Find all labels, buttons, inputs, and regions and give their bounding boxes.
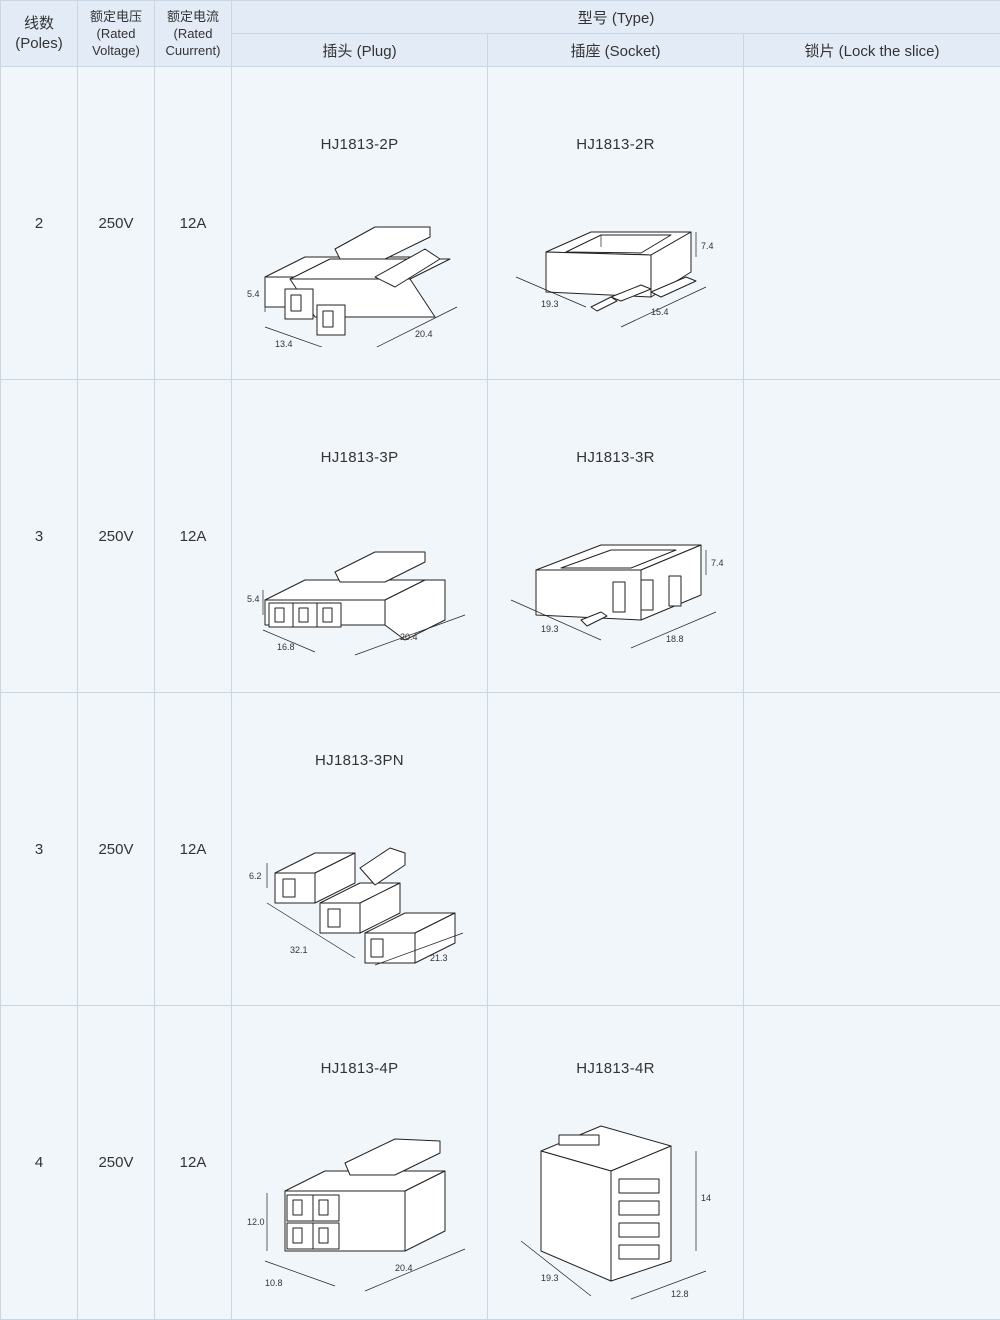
plug-4p-drawing: 12.0 10.8 20.4 xyxy=(245,1101,475,1301)
plug-dim-length: 21.3 xyxy=(430,953,448,963)
socket-dim-height: 14 xyxy=(701,1193,711,1203)
socket-4r-drawing: 14 19.3 12.8 xyxy=(501,1101,731,1301)
header-voltage-en2: Voltage) xyxy=(78,42,154,59)
socket-cell: HJ1813-4R 14 19.3 12.8 xyxy=(488,1006,744,1320)
header-poles-en: (Poles) xyxy=(1,34,77,54)
plug-dim-width: 10.8 xyxy=(265,1278,283,1288)
plug-dim-height: 12.0 xyxy=(247,1217,265,1227)
socket-cell xyxy=(488,693,744,1006)
plug-dim-height: 5.4 xyxy=(247,289,260,299)
header-type: 型号 (Type) xyxy=(232,1,1000,34)
lock-cell xyxy=(744,693,1000,1006)
lock-cell xyxy=(744,380,1000,693)
plug-model-name: HJ1813-3P xyxy=(232,449,487,466)
socket-3r-drawing: 7.4 19.3 18.8 xyxy=(501,490,731,660)
plug-dim-length: 20.4 xyxy=(395,1263,413,1273)
current-cell: 12A xyxy=(155,1006,232,1320)
plug-dim-length: 20.4 xyxy=(415,329,433,339)
plug-model-name: HJ1813-2P xyxy=(232,136,487,153)
socket-dim-length: 15.4 xyxy=(651,307,669,317)
current-cell: 12A xyxy=(155,67,232,380)
plug-dim-height: 6.2 xyxy=(249,871,262,881)
poles-cell: 3 xyxy=(1,380,78,693)
socket-dim-height: 7.4 xyxy=(711,558,724,568)
plug-cell: HJ1813-3PN xyxy=(232,693,488,1006)
table-row: 3 250V 12A HJ1813-3P xyxy=(1,380,1000,693)
voltage-cell: 250V xyxy=(78,380,155,693)
header-poles-cn: 线数 xyxy=(1,14,77,34)
plug-dim-length: 20.4 xyxy=(400,632,418,642)
header-lock: 锁片 (Lock the slice) xyxy=(744,34,1000,67)
socket-model-name: HJ1813-3R xyxy=(488,449,743,466)
table-row: 3 250V 12A HJ1813-3PN xyxy=(1,693,1000,1006)
current-cell: 12A xyxy=(155,693,232,1006)
plug-model-name: HJ1813-3PN xyxy=(232,752,487,769)
plug-dim-width: 13.4 xyxy=(275,339,293,347)
voltage-cell: 250V xyxy=(78,693,155,1006)
socket-dim-width: 19.3 xyxy=(541,299,559,309)
header-current-en1: (Rated xyxy=(155,25,231,42)
voltage-cell: 250V xyxy=(78,1006,155,1320)
plug-cell: HJ1813-4P 12.0 xyxy=(232,1006,488,1320)
plug-dim-width: 32.1 xyxy=(290,945,308,955)
header-current-cn: 额定电流 xyxy=(155,8,231,25)
plug-dim-height: 5.4 xyxy=(247,594,260,604)
socket-dim-length: 18.8 xyxy=(666,634,684,644)
header-current-en2: Cuurrent) xyxy=(155,42,231,59)
plug-3p-drawing: 5.4 16.8 20.4 xyxy=(245,490,475,660)
header-voltage-cn: 额定电压 xyxy=(78,8,154,25)
header-poles: 线数 (Poles) xyxy=(1,1,78,67)
table-row: 2 250V 12A HJ1813-2P xyxy=(1,67,1000,380)
socket-dim-length: 12.8 xyxy=(671,1289,689,1299)
socket-model-name: HJ1813-4R xyxy=(488,1060,743,1077)
current-cell: 12A xyxy=(155,380,232,693)
socket-dim-width: 19.3 xyxy=(541,624,559,634)
header-voltage: 额定电压 (Rated Voltage) xyxy=(78,1,155,67)
poles-cell: 4 xyxy=(1,1006,78,1320)
plug-cell: HJ1813-2P xyxy=(232,67,488,380)
header-voltage-en1: (Rated xyxy=(78,25,154,42)
socket-cell: HJ1813-2R 7.4 19.3 15.4 xyxy=(488,67,744,380)
plug-cell: HJ1813-3P 5.4 16.8 xyxy=(232,380,488,693)
poles-cell: 3 xyxy=(1,693,78,1006)
header-current: 额定电流 (Rated Cuurrent) xyxy=(155,1,232,67)
socket-model-name: HJ1813-2R xyxy=(488,136,743,153)
header-plug: 插头 (Plug) xyxy=(232,34,488,67)
lock-cell xyxy=(744,1006,1000,1320)
socket-dim-width: 19.3 xyxy=(541,1273,559,1283)
voltage-cell: 250V xyxy=(78,67,155,380)
socket-2r-drawing: 7.4 19.3 15.4 xyxy=(501,177,731,347)
socket-dim-height: 7.4 xyxy=(701,241,714,251)
plug-model-name: HJ1813-4P xyxy=(232,1060,487,1077)
plug-3pn-drawing: 6.2 32.1 21.3 xyxy=(245,793,475,983)
header-socket: 插座 (Socket) xyxy=(488,34,744,67)
plug-dim-width: 16.8 xyxy=(277,642,295,652)
table-row: 4 250V 12A HJ1813-4P xyxy=(1,1006,1000,1320)
socket-cell: HJ1813-3R 7.4 19.3 18.8 xyxy=(488,380,744,693)
poles-cell: 2 xyxy=(1,67,78,380)
lock-cell xyxy=(744,67,1000,380)
plug-2p-drawing: 5.4 13.4 20.4 xyxy=(245,177,475,347)
